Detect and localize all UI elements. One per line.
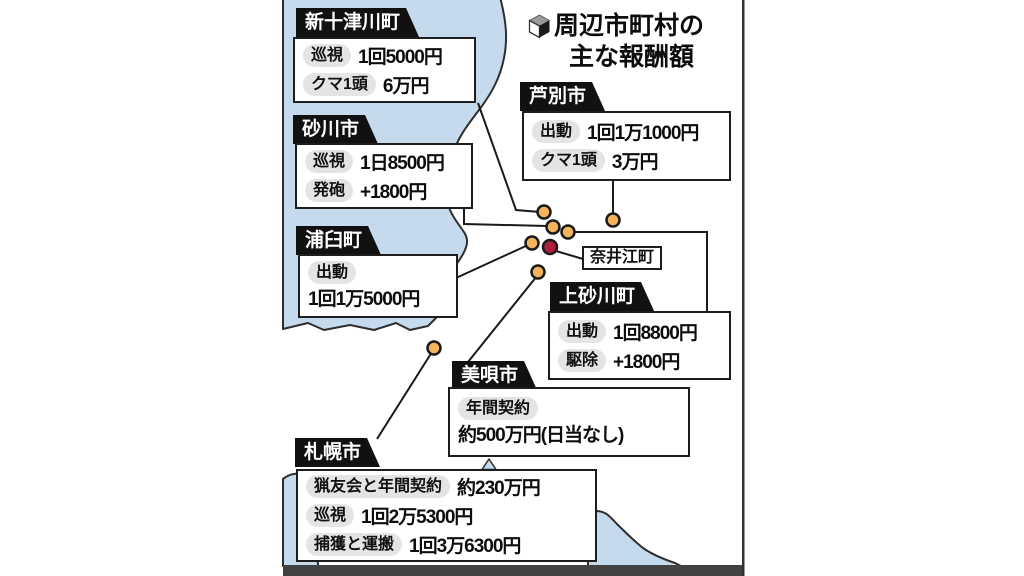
info-row: 捕獲と運搬 1回3万6300円 <box>306 531 587 558</box>
pill-label: 捕獲と運搬 <box>306 533 403 556</box>
map-water-bottom-right <box>587 510 682 567</box>
tag-shintotsukawa: 新十津川町 <box>296 8 419 37</box>
info-box-ashibetsu: 出動 1回1万1000円 クマ1頭 3万円 <box>522 111 731 181</box>
pill-label: 発砲 <box>305 179 354 202</box>
info-box-bibai: 年間契約 約500万円(日当なし) <box>448 387 690 457</box>
row-value: 6万円 <box>382 76 430 97</box>
pill-label: 巡視 <box>306 504 355 527</box>
row-value: 約230万円 <box>457 478 541 499</box>
row-value: 1回1万5000円 <box>308 289 420 310</box>
info-row: クマ1頭 6万円 <box>303 71 466 98</box>
leader-sapporo <box>376 351 433 440</box>
pill-label: 猟友会と年間契約 <box>306 475 451 498</box>
row-value: 1回5000円 <box>358 47 443 68</box>
pill-label: 巡視 <box>303 44 352 67</box>
pill-label: クマ1頭 <box>532 149 605 172</box>
info-row: 駆除 +1800円 <box>558 347 721 374</box>
marker-sunagawa-dot <box>545 219 561 235</box>
info-row: 出動 1回1万1000円 <box>532 118 721 145</box>
leader-bibai <box>467 275 538 363</box>
marker-naie-dot <box>541 238 559 256</box>
info-row: 年間契約 約500万円(日当なし) <box>458 397 680 447</box>
pill-label: 年間契約 <box>458 397 539 420</box>
map-bottom-bar <box>283 565 744 576</box>
tag-sapporo: 札幌市 <box>295 438 380 467</box>
marker-kamisunagawa-dot <box>560 224 576 240</box>
pill-label: 出動 <box>308 261 357 284</box>
leader-naie <box>555 250 584 260</box>
tag-ashibetsu: 芦別市 <box>520 82 605 111</box>
row-value: +1800円 <box>360 182 427 203</box>
info-box-shintotsukawa: 巡視 1回5000円 クマ1頭 6万円 <box>293 37 476 103</box>
info-row: 巡視 1回2万5300円 <box>306 502 587 529</box>
leader-kamisunagawa <box>572 231 708 311</box>
leader-sunagawa <box>463 209 548 227</box>
info-box-sunagawa: 巡視 1日8500円 発砲 +1800円 <box>295 143 473 209</box>
leader-shintotsukawa <box>477 102 541 213</box>
map-river-chevron <box>481 458 497 471</box>
pill-label: クマ1頭 <box>303 73 376 96</box>
pill-label: 出動 <box>532 120 581 143</box>
label-naie: 奈井江町 <box>582 246 663 270</box>
row-value: 1回2万5300円 <box>361 507 473 528</box>
info-box-sapporo: 猟友会と年間契約 約230万円 巡視 1回2万5300円 捕獲と運搬 1回3万6… <box>296 469 597 562</box>
tag-bibai: 美唄市 <box>452 361 537 390</box>
marker-urausu-dot <box>524 235 540 251</box>
info-box-urausu: 出動 1回1万5000円 <box>298 254 458 318</box>
info-row: 巡視 1日8500円 <box>305 148 463 175</box>
info-row: 猟友会と年間契約 約230万円 <box>306 473 587 500</box>
marker-bibai-dot <box>530 264 546 280</box>
title-line1: 周辺市町村の <box>554 12 705 40</box>
pill-label: 駆除 <box>558 348 607 372</box>
info-row: 出動 1回1万5000円 <box>308 261 448 311</box>
leader-urausu <box>455 244 529 279</box>
pill-label: 巡視 <box>305 150 354 173</box>
map-right-border <box>742 0 745 576</box>
info-row: クマ1頭 3万円 <box>532 147 721 174</box>
row-value: 1回3万6300円 <box>409 536 521 557</box>
title-line2: 主な報酬額 <box>569 43 695 71</box>
cube-icon <box>528 14 551 39</box>
tag-urausu: 浦臼町 <box>296 226 381 255</box>
row-value: 1回1万1000円 <box>587 123 699 144</box>
marker-shintotsukawa-dot <box>536 204 552 220</box>
marker-sapporo-dot <box>426 340 442 356</box>
info-box-kamisunagawa: 出動 1回8800円 駆除 +1800円 <box>548 311 731 380</box>
page-title: 周辺市町村の 主な報酬額 <box>528 11 704 73</box>
info-row: 巡視 1回5000円 <box>303 42 466 69</box>
row-value: 1日8500円 <box>360 153 445 174</box>
row-value: 3万円 <box>611 152 659 173</box>
tag-kamisunagawa: 上砂川町 <box>550 282 654 311</box>
info-row: 出動 1回8800円 <box>558 318 721 345</box>
marker-ashibetsu-dot <box>605 212 621 228</box>
row-value: 約500万円(日当なし) <box>458 425 624 446</box>
row-value: 1回8800円 <box>613 322 698 344</box>
pill-label: 出動 <box>558 319 607 343</box>
info-row: 発砲 +1800円 <box>305 177 463 204</box>
row-value: +1800円 <box>613 351 680 373</box>
tag-sunagawa: 砂川市 <box>293 115 378 144</box>
